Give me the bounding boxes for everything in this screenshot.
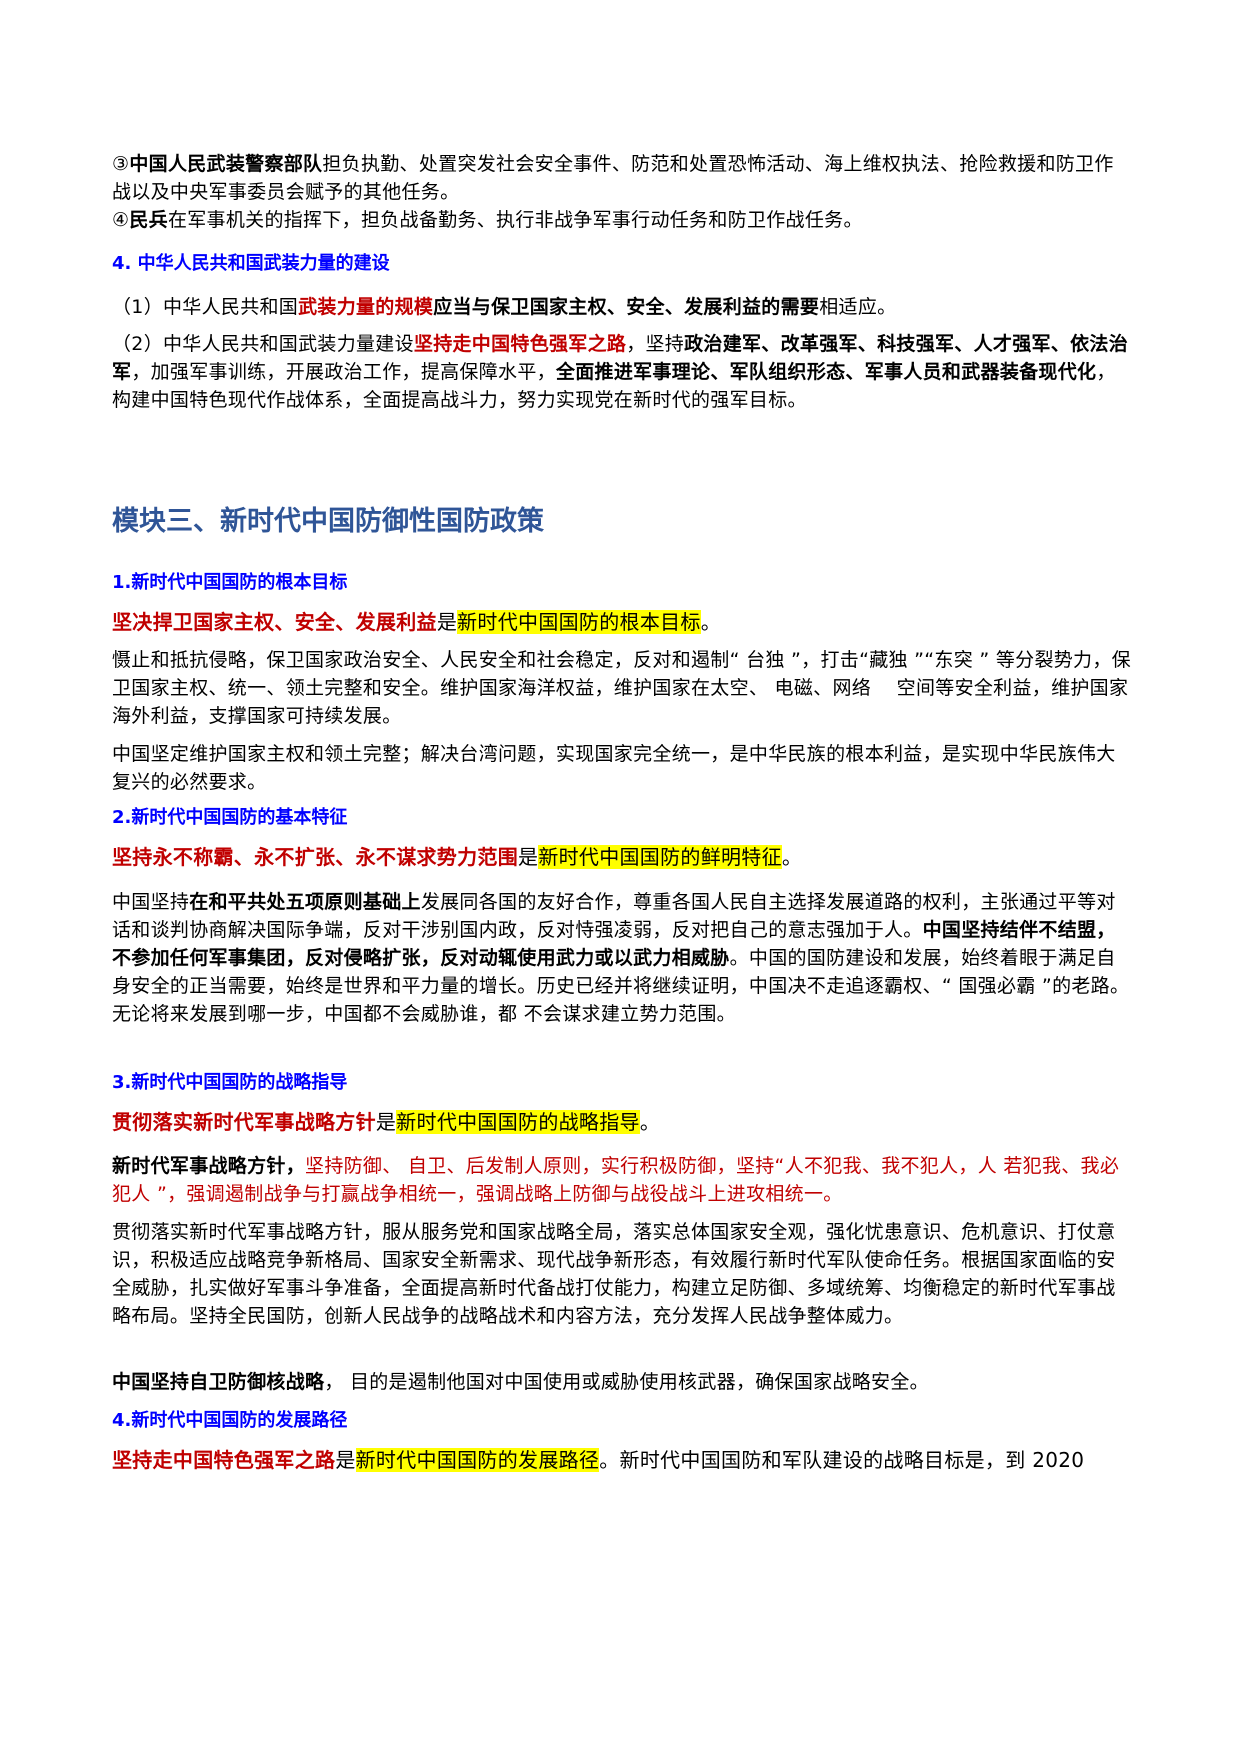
- paragraph-militia: ④民兵在军事机关的指挥下，担负战备勤务、执行非战争军事行动任务和防卫作战任务。: [112, 206, 863, 234]
- red-emphasis: 贯彻落实新时代军事战略方针: [112, 1110, 376, 1134]
- red-emphasis: 坚决捍卫国家主权、安全、发展利益: [112, 610, 437, 634]
- highlighted-text: 新时代中国国防的战略指导: [396, 1110, 640, 1134]
- body-text: 。: [639, 1110, 661, 1134]
- body-text: ，构建中国特色现代作战体系，全面提高战斗力，努力实现党在新时代的强军目标。: [112, 361, 1116, 411]
- subheading-basic-features: 2.新时代中国国防的基本特征: [112, 807, 348, 828]
- subheading-armed-forces-building: 4. 中华人民共和国武装力量的建设: [112, 253, 390, 274]
- bold-term: 新时代军事战略方针: [112, 1155, 286, 1177]
- lead-development-path: 坚持走中国特色强军之路是新时代中国国防的发展路径。新时代中国国防和军队建设的战略…: [112, 1446, 1084, 1474]
- bold-term: 在和平共处五项原则基础上: [189, 891, 421, 913]
- body-text: 发展同各国的友好合作，尊重各国人民自主选择发展道路的权利，主张通过平等对话和谈判…: [112, 891, 1116, 941]
- red-emphasis: 坚持走中国特色强军之路: [112, 1448, 336, 1472]
- body-text: 。新时代中国国防和军队建设的战略目标是，到 2020: [599, 1448, 1085, 1472]
- red-emphasis: 武装力量的规模: [298, 296, 434, 318]
- body-text: 相适应。: [819, 296, 897, 318]
- item-marker: ④: [112, 209, 130, 231]
- bold-term: 中国坚持结伴不结盟，不参加任何军事集团，反对侵略扩张，反对动辄使用武力或以武力相…: [112, 919, 1116, 969]
- paragraph-armed-forces-path: （2）中华人民共和国武装力量建设坚持走中国特色强军之路，坚持政治建军、改革强军、…: [112, 330, 1132, 414]
- item-marker: ③: [112, 153, 130, 175]
- subheading-fundamental-goal: 1.新时代中国国防的根本目标: [112, 572, 348, 593]
- red-emphasis: 坚持走中国特色强军之路: [413, 333, 627, 355]
- body-text: ，坚持: [626, 333, 685, 355]
- body-text: 是: [518, 845, 539, 869]
- paragraph-taiwan-reunification: 中国坚定维护国家主权和领土完整；解决台湾问题，实现国家完全统一，是中华民族的根本…: [112, 743, 1116, 793]
- lead-fundamental-goal: 坚决捍卫国家主权、安全、发展利益是新时代中国国防的根本目标。: [112, 608, 721, 636]
- paragraph-nuclear-strategy: 中国坚持自卫防御核战略， 目的是遏制他国对中国使用或威胁使用核武器，确保国家战略…: [112, 1368, 929, 1396]
- paragraph-armed-police: ③中国人民武装警察部队担负执勤、处置突发社会安全事件、防范和处置恐怖活动、海上维…: [112, 150, 1132, 206]
- body-text: 是: [335, 1448, 356, 1472]
- body-text: 在军事机关的指挥下，担负战备勤务、执行非战争军事行动任务和防卫作战任务。: [167, 209, 863, 231]
- body-text: 。中国的国防建设和发展，始终着眼于满足自身安全的正当需要，始终是世界和平力量的增…: [112, 947, 1130, 1025]
- subheading-development-path: 4.新时代中国国防的发展路径: [112, 1410, 348, 1431]
- bold-term: 中国坚持自卫防御核战略: [112, 1371, 325, 1393]
- paragraph-peaceful-coexistence: 中国坚持在和平共处五项原则基础上发展同各国的友好合作，尊重各国人民自主选择发展道…: [112, 888, 1132, 1028]
- red-emphasis: 坚持永不称霸、永不扩张、永不谋求势力范围: [112, 845, 518, 869]
- body-text: ，: [285, 1155, 306, 1177]
- paragraph-deter-aggression: 慑止和抵抗侵略，保卫国家政治安全、人民安全和社会稳定，反对和遏制“ 台独 ”，打…: [112, 649, 1131, 727]
- lead-basic-features: 坚持永不称霸、永不扩张、永不谋求势力范围是新时代中国国防的鲜明特征。: [112, 843, 802, 871]
- body-text: （2）中华人民共和国武装力量建设: [112, 333, 414, 355]
- body-text: （1）中华人民共和国: [112, 296, 299, 318]
- paragraph-armed-forces-scale: （1）中华人民共和国武装力量的规模应当与保卫国家主权、安全、发展利益的需要相适应…: [112, 293, 896, 321]
- body-text: 是: [436, 610, 458, 634]
- bold-term: 全面推进军事理论、军队组织形态、军事人员和武器装备现代化: [555, 361, 1097, 383]
- bold-term: 中国人民武装警察部队: [129, 153, 323, 175]
- bold-term: 应当与保卫国家主权、安全、发展利益的需要: [433, 296, 820, 318]
- red-text: 坚持防御、 自卫、后发制人原则，实行积极防御，坚持“人不犯我、我不犯人，人 若犯…: [112, 1155, 1120, 1205]
- paragraph-military-strategy: 新时代军事战略方针，坚持防御、 自卫、后发制人原则，实行积极防御，坚持“人不犯我…: [112, 1152, 1132, 1208]
- paragraph-implement-strategy: 贯彻落实新时代军事战略方针，服从服务党和国家战略全局，落实总体国家安全观，强化忧…: [112, 1221, 1116, 1327]
- body-text: 担负执勤、处置突发社会安全事件、防范和处置恐怖活动、海上维权执法、抢险救援和防卫…: [112, 153, 1114, 203]
- body-text: ，加强军事训练，开展政治工作，提高保障水平，: [131, 361, 556, 383]
- body-text: 。: [700, 610, 722, 634]
- bold-term: 政治建军、改革强军、科技强军、人才强军、依法治军: [112, 333, 1129, 383]
- highlighted-text: 新时代中国国防的鲜明特征: [538, 845, 782, 869]
- body-text: ， 目的是遏制他国对中国使用或威胁使用核武器，确保国家战略安全。: [324, 1371, 929, 1393]
- module-title: 模块三、新时代中国防御性国防政策: [112, 506, 544, 537]
- bold-term: 民兵: [129, 209, 168, 231]
- lead-strategic-guidance: 贯彻落实新时代军事战略方针是新时代中国国防的战略指导。: [112, 1108, 660, 1136]
- body-text: 。: [781, 845, 803, 869]
- subheading-strategic-guidance: 3.新时代中国国防的战略指导: [112, 1072, 348, 1093]
- body-text: 是: [375, 1110, 397, 1134]
- body-text: 中国坚持: [112, 891, 190, 913]
- highlighted-text: 新时代中国国防的根本目标: [457, 610, 701, 634]
- highlighted-text: 新时代中国国防的发展路径: [355, 1448, 600, 1472]
